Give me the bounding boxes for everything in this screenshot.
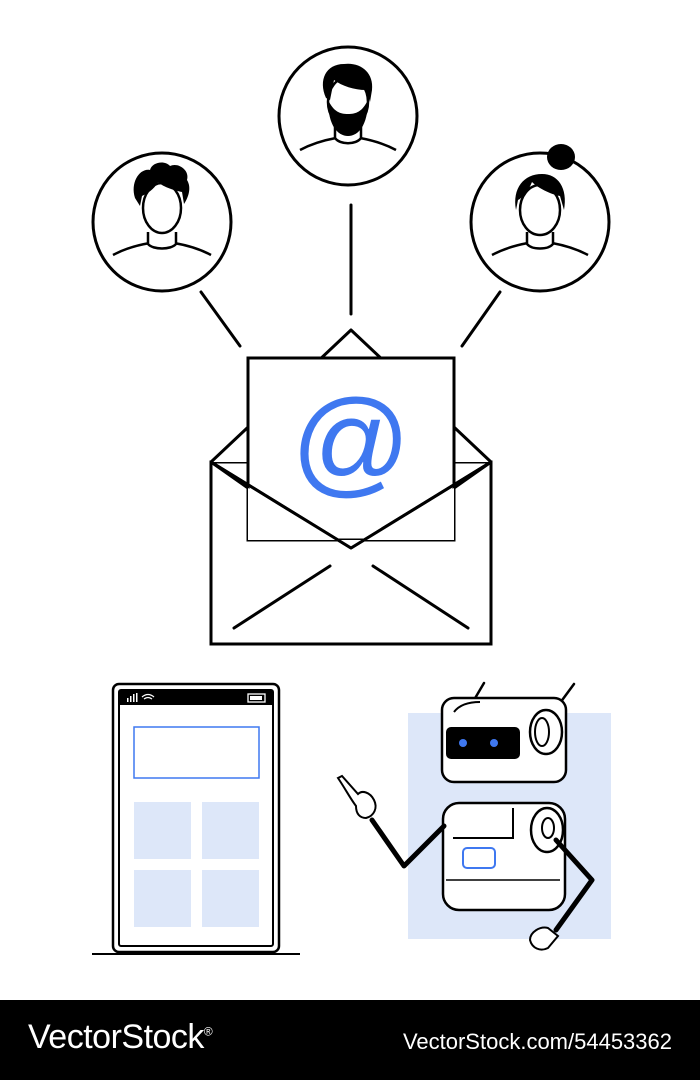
watermark-image-id: VectorStock.com/54453362 <box>402 1029 672 1054</box>
connector-lines <box>199 203 502 348</box>
smartphone-icon <box>92 682 300 955</box>
envelope-icon: @ <box>209 328 493 646</box>
battery-icon <box>247 693 266 703</box>
watermark-brand-text: VectorStock <box>28 1018 204 1056</box>
watermark-brand: VectorStock® <box>28 1018 213 1057</box>
robot-icon <box>336 681 611 951</box>
registered-mark: ® <box>203 1024 213 1039</box>
wifi-icon <box>141 693 155 700</box>
illustration: @ <box>91 45 611 955</box>
user-avatar-left-icon <box>91 151 233 293</box>
watermark-bar: VectorStock® VectorStock.com/54453362 <box>0 1000 700 1080</box>
signal-icon <box>127 693 138 702</box>
user-avatar-bearded-icon <box>277 45 419 187</box>
user-avatar-bun-icon <box>469 144 611 293</box>
phone-text-field <box>133 726 260 779</box>
email-at-symbol: @ <box>291 376 411 508</box>
